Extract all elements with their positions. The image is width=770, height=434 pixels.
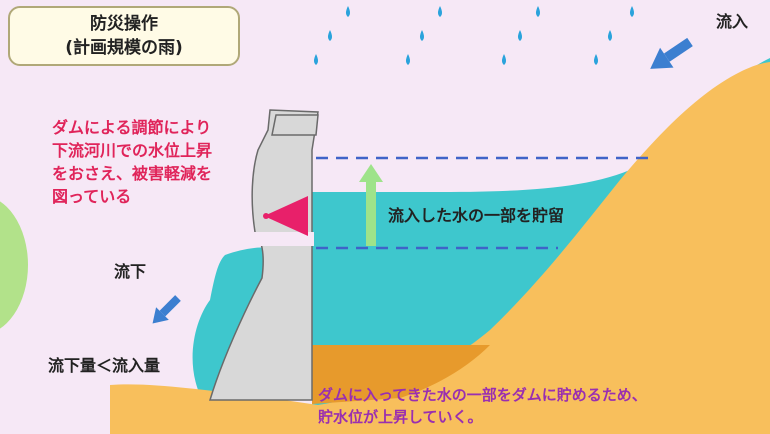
flow-relation-label: 流下量＜流入量	[48, 356, 161, 375]
dam-body	[208, 109, 319, 401]
dam-note-line: をおさえ、被害軽減を	[52, 164, 213, 183]
rain-drop-icon	[518, 30, 522, 41]
title-line-2: (計画規模の雨)	[65, 38, 183, 58]
bottom-note-line: ダムに入ってきた水の一部をダムに貯めるため、	[318, 386, 647, 404]
title-line-1: 防災操作	[90, 14, 158, 34]
rain-drop-icon	[630, 6, 634, 17]
dam-note-line: 下流河川での水位上昇	[52, 141, 213, 160]
rain-drop-icon	[314, 54, 318, 65]
bottom-note-line: 貯水位が上昇していく。	[318, 408, 483, 426]
rain-drop-icon	[420, 30, 424, 41]
inflow-arrow-icon	[650, 37, 693, 69]
rain-drop-icon	[346, 6, 350, 17]
dam-note-line: ダムによる調節により	[52, 118, 212, 137]
storage-label: 流入した水の一部を貯留	[388, 206, 565, 225]
inflow-label: 流入	[716, 12, 749, 31]
title-box: 防災操作 (計画規模の雨)	[8, 6, 240, 66]
rain-drops	[314, 6, 634, 65]
rain-drop-icon	[328, 30, 332, 41]
rain-drop-icon	[438, 6, 442, 17]
dam-note-line: 図っている	[52, 187, 132, 206]
rain-drop-icon	[536, 6, 540, 17]
upstream-hillside	[318, 62, 770, 434]
dam-regulation-note: ダムによる調節により 下流河川での水位上昇 をおさえ、被害軽減を 図っている	[52, 116, 212, 208]
outflow-arrow-icon	[152, 295, 181, 324]
downstream-ground	[110, 384, 330, 434]
rain-drop-icon	[594, 54, 598, 65]
rain-drop-icon	[406, 54, 410, 65]
rain-drop-icon	[502, 54, 506, 65]
dam-crest	[271, 114, 319, 136]
gate-triangle-icon	[263, 196, 308, 236]
reservoir-sediment	[312, 345, 490, 404]
outflow-label: 流下	[114, 262, 147, 281]
dam-outlet	[252, 232, 314, 246]
rise-arrow-icon	[359, 164, 383, 246]
rain-drop-icon	[608, 30, 612, 41]
tree-shape	[0, 201, 28, 329]
storage-explanation-note: ダムに入ってきた水の一部をダムに貯めるため、 貯水位が上昇していく。	[318, 384, 647, 428]
